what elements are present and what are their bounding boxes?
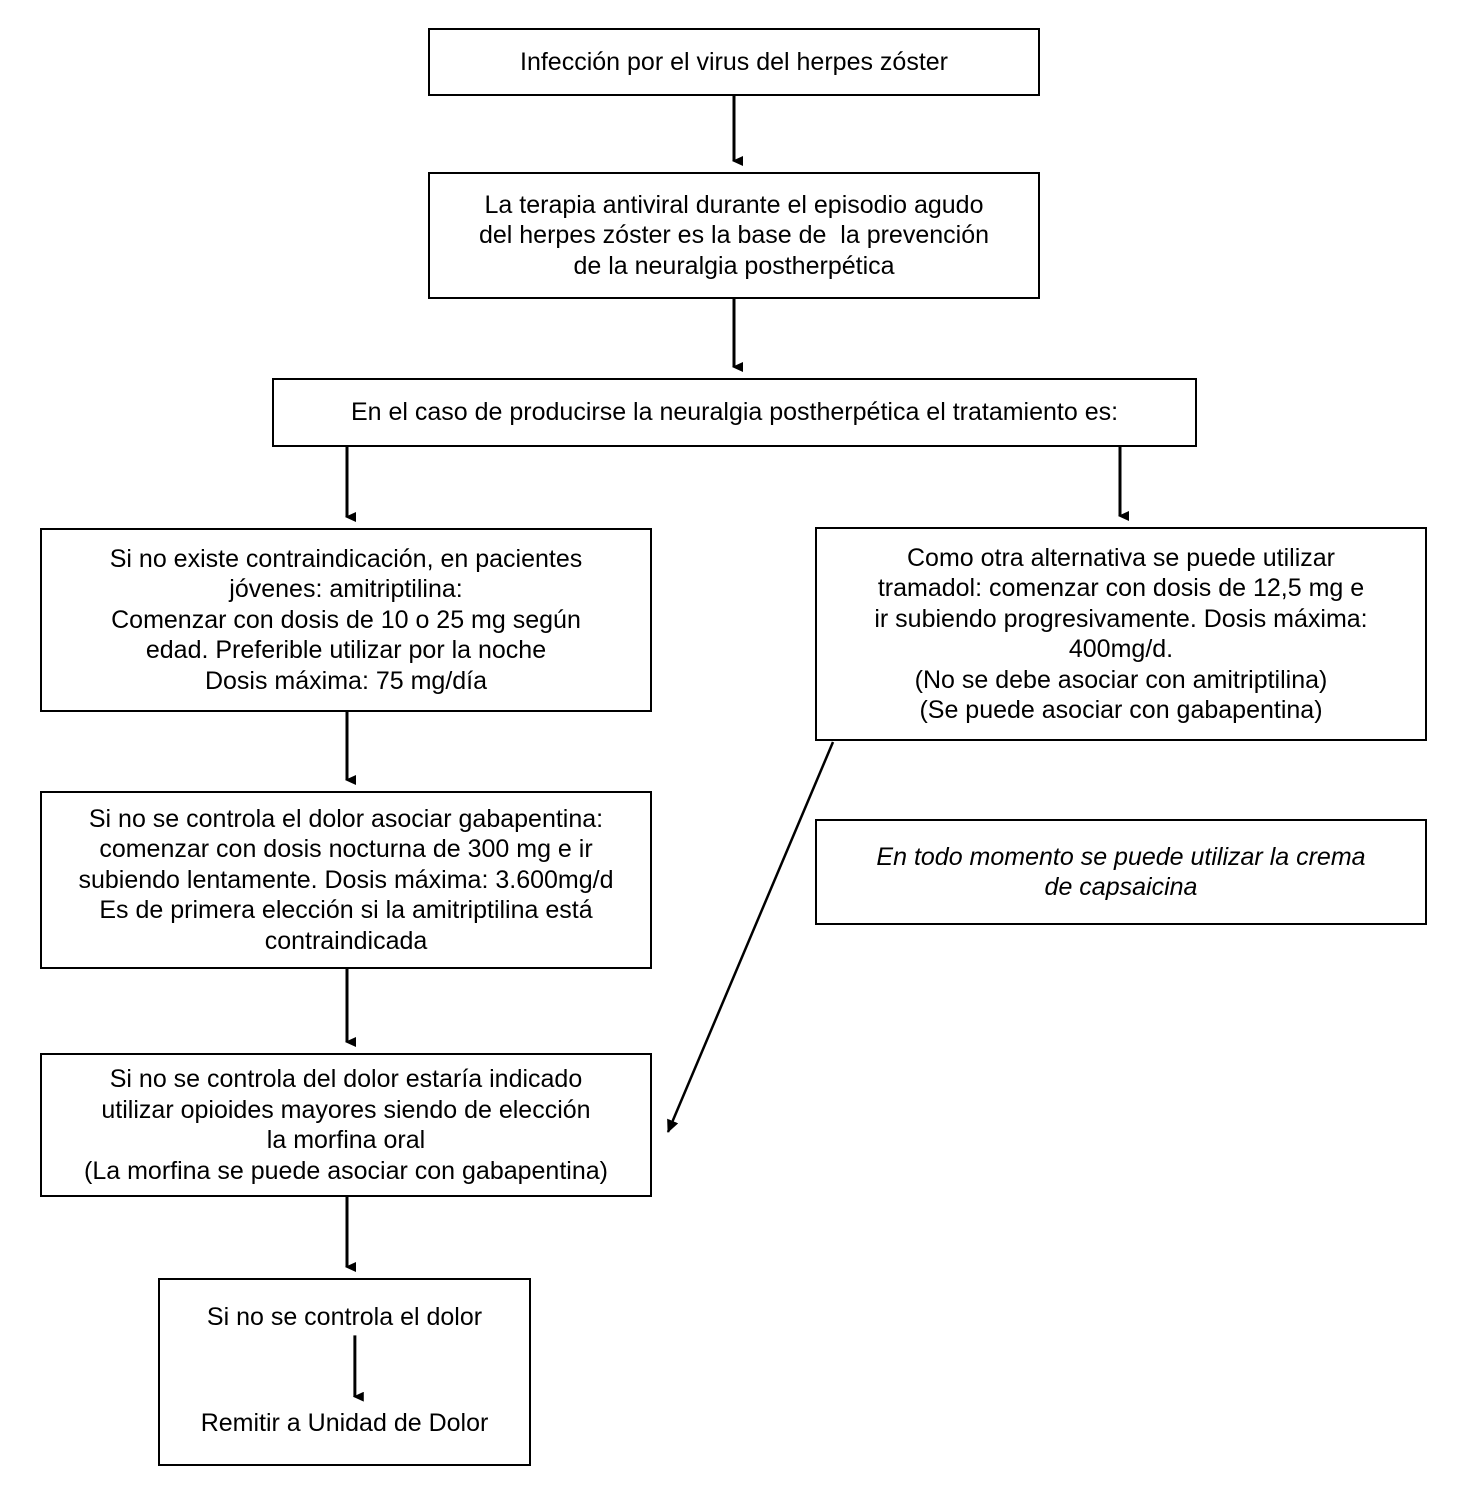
node-amitriptilina[interactable]: Si no existe contraindicación, en pacien… (40, 528, 652, 712)
node-amitriptilina-line-2: Comenzar con dosis de 10 o 25 mg según (111, 605, 581, 634)
node-gabapentina-line-2: subiendo lentamente. Dosis máxima: 3.600… (78, 865, 614, 894)
node-en-el-caso-line-0: En el caso de producirse la neuralgia po… (350, 398, 1119, 427)
node-tramadol-line-3: 400mg/d. (1068, 635, 1174, 663)
node-opioides-line-0: Si no se controla del dolor estaría indi… (109, 1065, 583, 1093)
internal-down-arrow-icon (168, 1333, 521, 1407)
node-remitir-bottom-label: Remitir a Unidad de Dolor (200, 1408, 489, 1437)
node-opioides-line-2: la morfina oral (266, 1126, 426, 1154)
node-terapia-antiviral[interactable]: La terapia antiviral durante el episodio… (428, 172, 1040, 299)
node-infeccion-line-0: Infección por el virus del herpes zóster (520, 47, 948, 76)
node-remitir[interactable]: Si no se controla el dolor Remitir a Uni… (158, 1278, 531, 1466)
node-gabapentina-line-0: Si no se controla el dolor asociar gabap… (88, 804, 604, 833)
node-amitriptilina-line-3: edad. Preferible utilizar por la noche (145, 636, 547, 665)
node-tramadol-line-4: (No se debe asociar con amitriptilina) (914, 665, 1328, 694)
node-tramadol-line-1: tramadol: comenzar con dosis de 12,5 mg … (877, 574, 1365, 602)
node-gabapentina-line-1: comenzar con dosis nocturna de 300 mg e … (99, 835, 593, 864)
node-opioides[interactable]: Si no se controla del dolor estaría indi… (40, 1053, 652, 1197)
node-en-el-caso[interactable]: En el caso de producirse la neuralgia po… (272, 378, 1197, 447)
node-tramadol[interactable]: Como otra alternativa se puede utilizar … (815, 527, 1427, 741)
node-opioides-line-3: (La morfina se puede asociar con gabapen… (84, 1156, 608, 1185)
node-terapia-antiviral-line-1: del herpes zóster es la base de la preve… (478, 221, 990, 250)
node-amitriptilina-line-1: jóvenes: amitriptilina: (229, 575, 463, 604)
node-capsaicina[interactable]: En todo momento se puede utilizar la cre… (815, 819, 1427, 925)
edge-tramadol-to-opioides (666, 741, 835, 1133)
node-infeccion[interactable]: Infección por el virus del herpes zóster (428, 28, 1040, 96)
node-gabapentina-line-4: contraindicada (264, 926, 428, 955)
node-capsaicina-line-1: de capsaicina (1044, 873, 1198, 901)
node-remitir-top-label: Si no se controla el dolor (206, 1303, 483, 1331)
node-capsaicina-line-0: En todo momento se puede utilizar la cre… (876, 842, 1366, 871)
node-terapia-antiviral-line-0: La terapia antiviral durante el episodio… (484, 190, 984, 219)
node-tramadol-line-2: ir subiendo progresivamente. Dosis máxim… (874, 604, 1368, 633)
node-gabapentina[interactable]: Si no se controla el dolor asociar gabap… (40, 791, 652, 969)
node-tramadol-line-5: (Se puede asociar con gabapentina) (919, 696, 1323, 724)
node-gabapentina-line-3: Es de primera elección si la amitriptili… (99, 896, 593, 925)
node-opioides-line-1: utilizar opioides mayores siendo de elec… (101, 1095, 591, 1124)
node-amitriptilina-line-4: Dosis máxima: 75 mg/día (204, 666, 488, 695)
node-terapia-antiviral-line-2: de la neuralgia postherpética (573, 251, 895, 280)
node-amitriptilina-line-0: Si no existe contraindicación, en pacien… (109, 544, 583, 573)
node-tramadol-line-0: Como otra alternativa se puede utilizar (906, 543, 1335, 572)
